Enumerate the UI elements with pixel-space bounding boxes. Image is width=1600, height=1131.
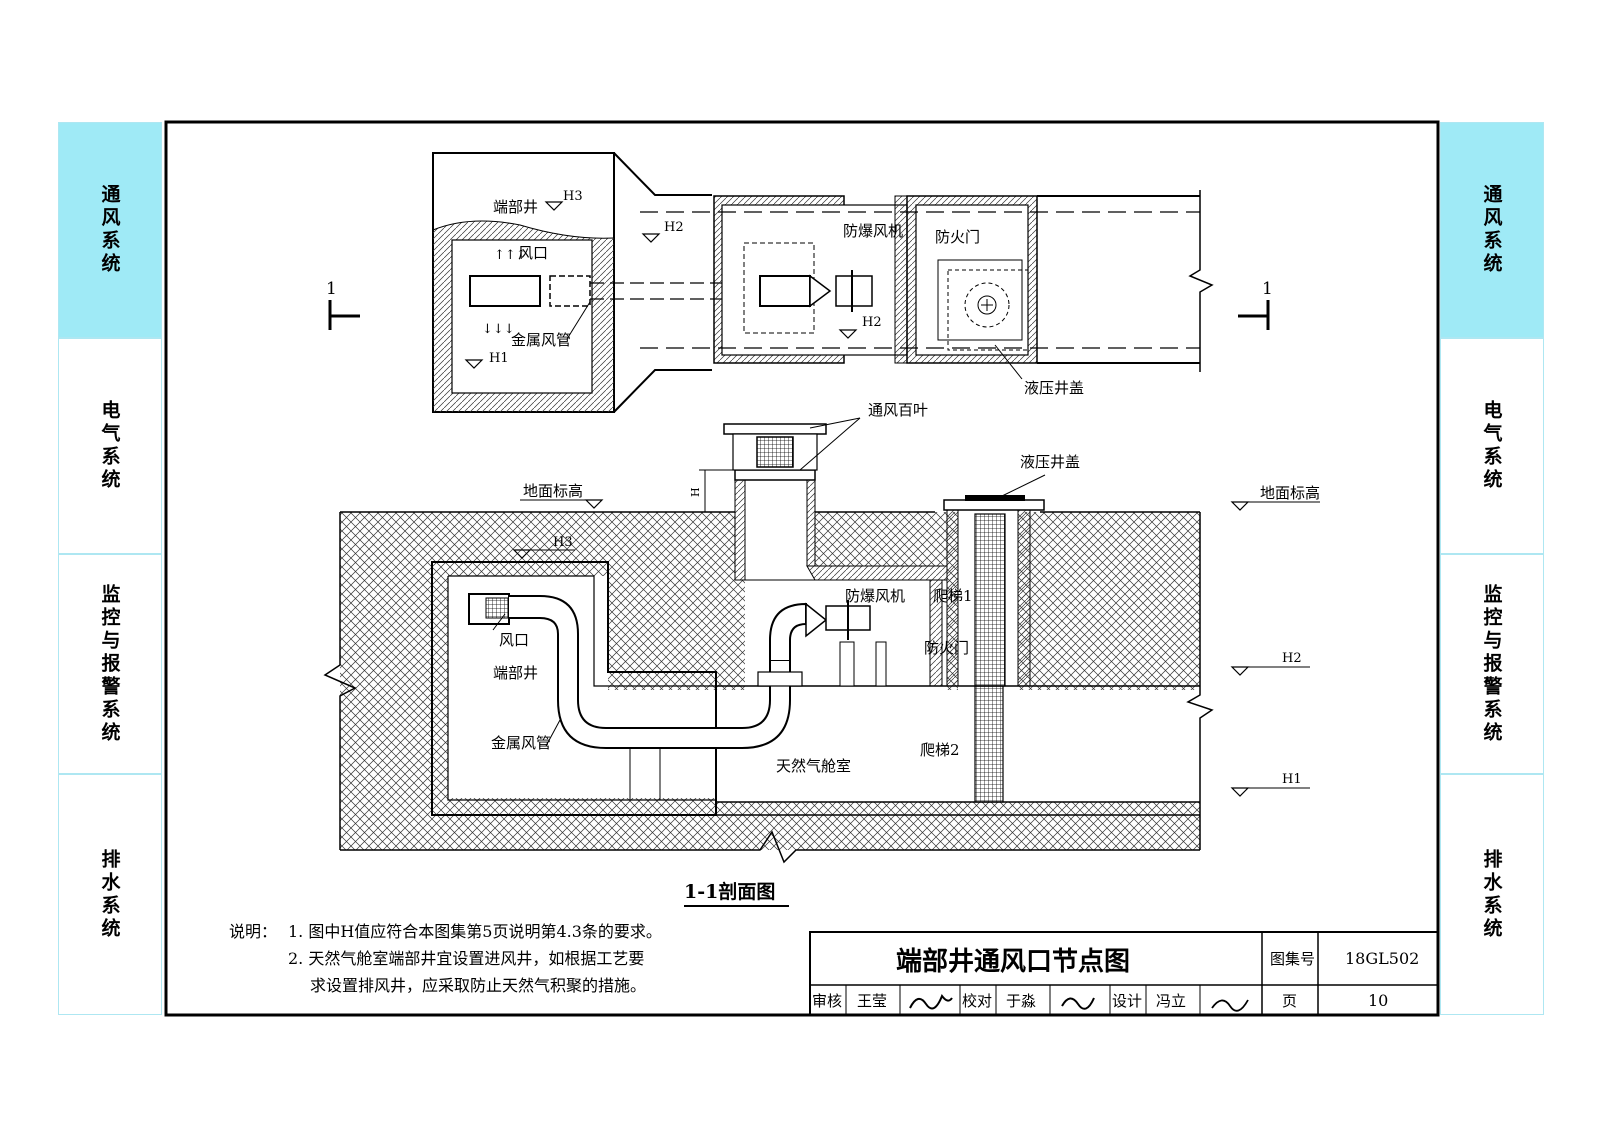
section-view: H 通风百叶 地面标高 地面标高 H3 液压井盖 防爆风机 爬梯1 防火门 风口…	[323, 401, 1320, 907]
notes-lead: 说明：	[229, 922, 277, 941]
title-block: 端部井通风口节点图 图集号 18GL502 审核 王莹 校对 于淼 设计 冯立 …	[809, 931, 1439, 1016]
tab-monitoring-alarm[interactable]: 监控与报警系统	[58, 554, 162, 774]
tab-monitoring-alarm-right[interactable]: 监控与报警系统	[1440, 554, 1544, 774]
plan-h1-label: H1	[489, 351, 509, 366]
checker-signature	[1061, 997, 1095, 1010]
section-h-dim: H	[689, 487, 702, 497]
notes-line2: 2. 天然气舱室端部井宜设置进风井，如根据工艺要	[288, 949, 644, 968]
plan-view: ↑↑↑ ↓↓↓ 1 1 端部	[326, 152, 1273, 413]
checker-name: 于淼	[1006, 992, 1036, 1010]
plan-section-mark-right: 1	[1262, 279, 1273, 299]
plan-section-mark-left: 1	[326, 279, 337, 299]
section-title: 1-1剖面图	[684, 880, 775, 903]
section-air-inlet-label: 风口	[499, 631, 529, 649]
tab-ventilation-right[interactable]: 通风系统	[1440, 122, 1544, 338]
designer-name: 冯立	[1156, 992, 1186, 1010]
svg-text:↑↑↑: ↑↑↑	[494, 248, 527, 263]
section-ground-level-left: 地面标高	[523, 482, 583, 500]
atlas-label: 图集号	[1270, 950, 1315, 968]
plan-explosion-fan-label: 防爆风机	[843, 222, 903, 240]
reviewer-signature	[909, 993, 953, 1010]
plan-hydraulic-cover-label: 液压井盖	[1024, 379, 1084, 397]
tab-ventilation[interactable]: 通风系统	[58, 122, 162, 338]
drawing-title: 端部井通风口节点图	[896, 946, 1130, 977]
tab-electrical-right[interactable]: 电气系统	[1440, 338, 1544, 554]
reviewer-name: 王莹	[857, 992, 887, 1010]
section-metal-duct-label: 金属风管	[491, 734, 551, 752]
section-ladder1-label: 爬梯1	[933, 587, 973, 605]
plan-h2-label: H2	[664, 220, 684, 235]
section-end-well-label: 端部井	[493, 664, 538, 682]
design-label: 设计	[1112, 992, 1142, 1010]
notes-line1: 1. 图中H值应符合本图集第5页说明第4.3条的要求。	[288, 922, 662, 941]
section-h2-label: H2	[1282, 651, 1302, 666]
svg-text:↓↓↓: ↓↓↓	[482, 322, 515, 337]
check-label: 校对	[962, 992, 992, 1010]
tab-drainage-right[interactable]: 排水系统	[1440, 774, 1544, 1015]
section-h1-label: H1	[1282, 772, 1302, 787]
left-tab-column: 通风系统 电气系统 监控与报警系统 排水系统	[58, 122, 162, 1015]
designer-signature	[1211, 999, 1249, 1012]
plan-fire-door-label: 防火门	[935, 228, 980, 246]
plan-h2-label-2: H2	[862, 315, 882, 330]
page-label: 页	[1282, 992, 1297, 1010]
section-ground-level-right: 地面标高	[1260, 484, 1320, 502]
notes-line3: 求设置排风井，应采取防止天然气积聚的措施。	[310, 976, 646, 995]
right-tab-column: 通风系统 电气系统 监控与报警系统 排水系统	[1440, 122, 1544, 1015]
section-louver-label: 通风百叶	[868, 401, 928, 419]
plan-h3-label: H3	[563, 189, 583, 204]
section-fire-door-label: 防火门	[924, 639, 969, 657]
atlas-number: 18GL502	[1345, 949, 1419, 968]
plan-end-well-label: 端部井	[493, 198, 538, 216]
sheet-frame	[164, 120, 1440, 1017]
section-gas-cabin-label: 天然气舱室	[776, 757, 851, 775]
tab-drainage[interactable]: 排水系统	[58, 774, 162, 1015]
section-h3-label: H3	[553, 535, 573, 550]
plan-air-inlet-label: 风口	[518, 244, 548, 262]
page-number: 10	[1368, 991, 1388, 1010]
notes: 说明： 1. 图中H值应符合本图集第5页说明第4.3条的要求。 2. 天然气舱室…	[229, 922, 662, 995]
tab-electrical[interactable]: 电气系统	[58, 338, 162, 554]
section-explosion-fan-label: 防爆风机	[845, 587, 905, 605]
section-hydraulic-cover-label: 液压井盖	[1020, 453, 1080, 471]
review-label: 审核	[812, 992, 842, 1010]
plan-metal-duct-label: 金属风管	[511, 331, 571, 349]
section-ladder2-label: 爬梯2	[920, 741, 960, 759]
